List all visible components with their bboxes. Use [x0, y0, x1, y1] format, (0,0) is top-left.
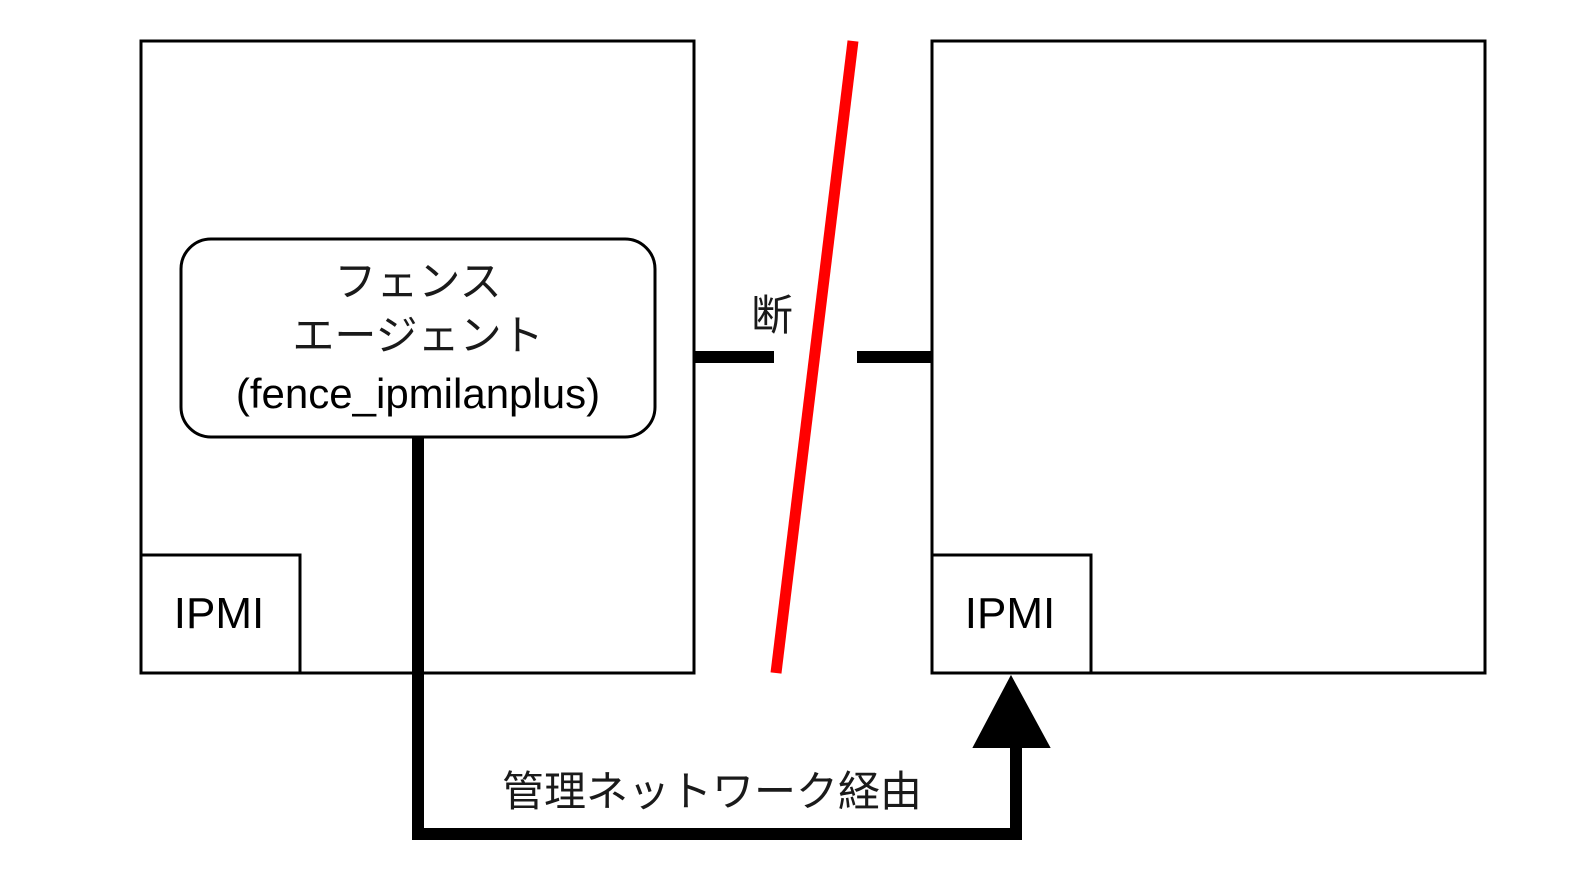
route-arrowhead-icon: [972, 674, 1051, 748]
route-label: 管理ネットワーク経由: [502, 767, 922, 816]
right-ipmi-box: [930, 553, 1093, 675]
fence-agent-label-line2: エージェント: [292, 311, 543, 360]
management-network-route: [412, 437, 1022, 840]
fence-agent-label-line3: (fence_ipmilanplus): [236, 370, 600, 417]
break-label: 断: [751, 291, 793, 340]
right-ipmi-label: IPMI: [965, 589, 1055, 638]
fence-agent-label-line1: フェンス: [334, 257, 501, 306]
network-break-line: [770, 40, 859, 674]
left-ipmi-label: IPMI: [174, 589, 264, 638]
left-ipmi-box: [139, 553, 302, 675]
